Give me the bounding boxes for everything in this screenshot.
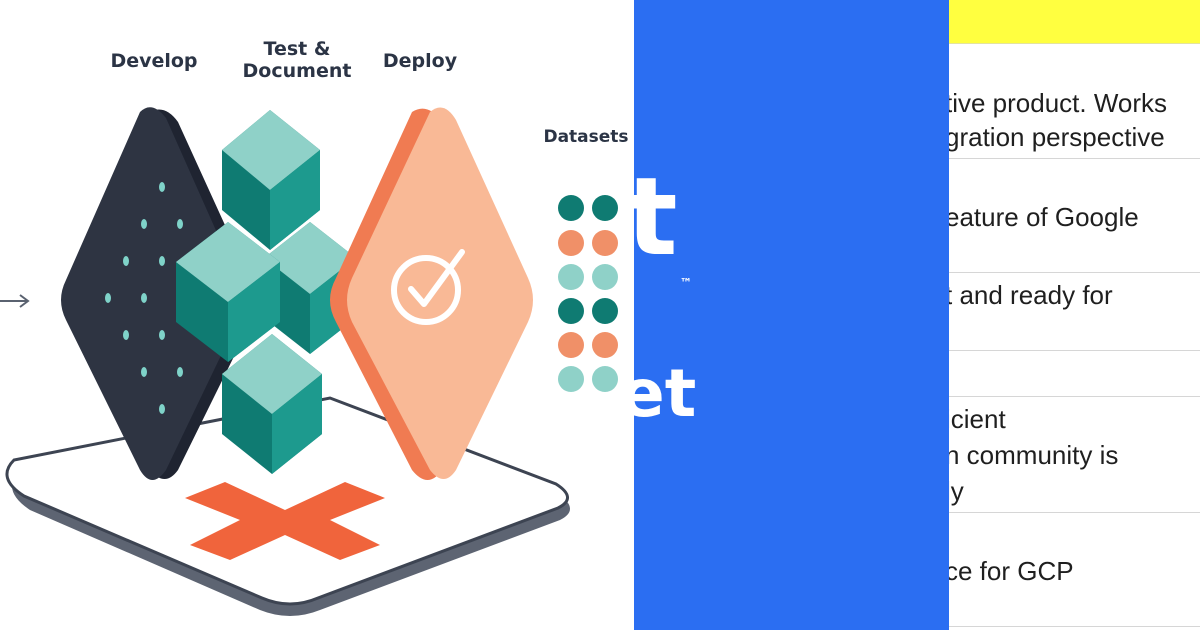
arrow-right-icon	[0, 294, 30, 308]
develop-label: Develop	[110, 50, 198, 72]
develop-diamond	[61, 107, 256, 480]
table-row	[949, 350, 1200, 397]
highlighted-header-cell	[949, 0, 1200, 44]
document-fragment: tive product. Works gration perspective …	[949, 0, 1200, 630]
deploy-diamond	[330, 107, 533, 481]
illustration-graphic	[0, 107, 618, 616]
trademark-symbol: ™	[680, 276, 692, 290]
row-text-line: icient	[949, 404, 1006, 434]
table-row: t and ready for	[949, 272, 1200, 351]
deploy-label: Deploy	[382, 50, 458, 72]
table-row: icient n community is ly	[949, 396, 1200, 513]
test-label-text: Test & Document	[242, 38, 352, 82]
row-text-line: eature of Google	[949, 202, 1139, 232]
blue-title-panel: t ™ et	[634, 0, 949, 630]
row-text-line: n community is	[949, 440, 1119, 470]
table-row: tive product. Works gration perspective	[949, 44, 1200, 159]
row-text-line: t and ready for	[949, 280, 1113, 310]
row-text-line: ly	[949, 476, 964, 506]
row-text-line: ce for GCP	[949, 556, 1074, 586]
check-circle-icon	[391, 249, 465, 325]
dbt-workflow-illustration: Develop Test & Document Deploy Datasets	[0, 38, 629, 616]
datasets-label: Datasets	[543, 127, 629, 147]
row-text-line: gration perspective	[949, 122, 1165, 152]
test-document-label: Test & Document	[232, 38, 362, 82]
subtitle-glyph-fragment: et	[634, 355, 697, 432]
platform-x-mark	[185, 482, 385, 560]
row-text-line: tive product. Works	[949, 88, 1168, 118]
title-glyph-fragment: t	[634, 155, 678, 280]
table-row: eature of Google	[949, 158, 1200, 273]
table-row: ce for GCP	[949, 512, 1200, 627]
datasets-dots	[558, 195, 618, 392]
